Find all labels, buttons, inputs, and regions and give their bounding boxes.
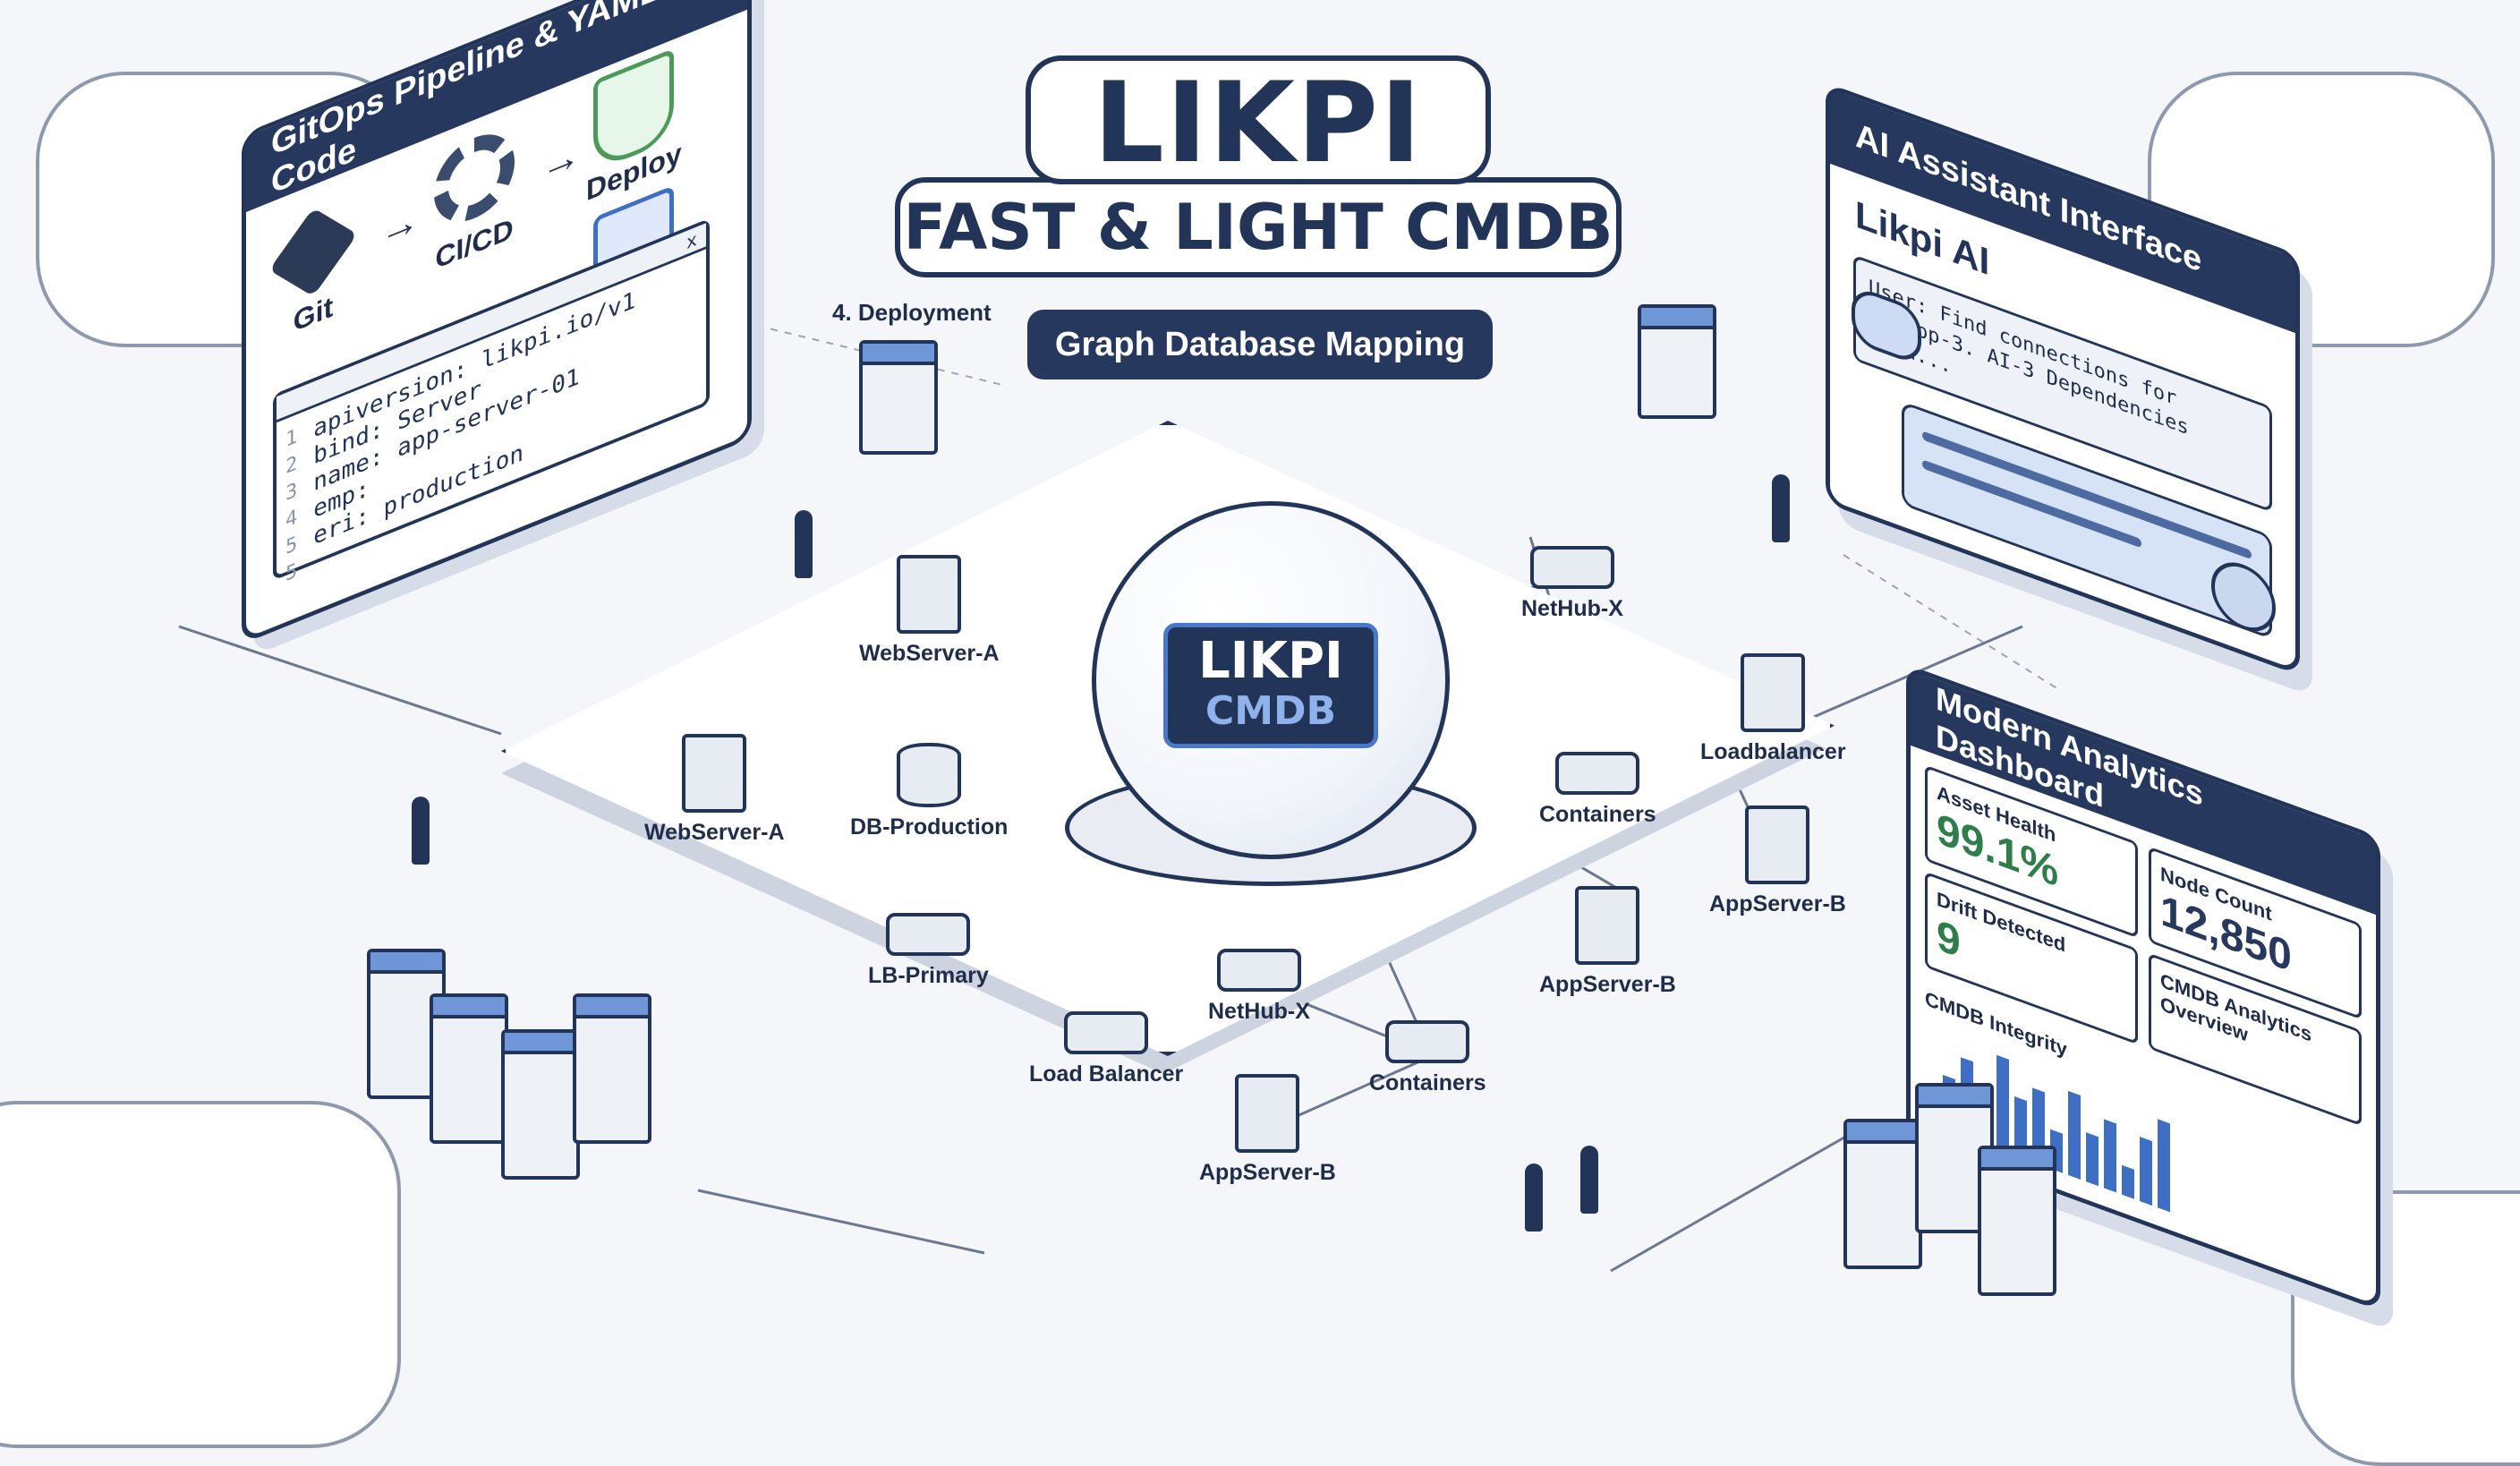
node-appserver-b-right: AppServer-B — [1709, 805, 1846, 917]
graph-mapping-pill: Graph Database Mapping — [1027, 310, 1493, 379]
person-icon — [1525, 1163, 1543, 1232]
server-icon — [1741, 653, 1806, 732]
node-webserver-a-left: WebServer-A — [644, 734, 785, 846]
node-nethub-x-bottom: NetHub-X — [1208, 949, 1310, 1025]
router-icon — [1216, 949, 1301, 992]
pipeline-step-git: Git — [268, 208, 358, 344]
node-webserver-a-top: WebServer-A — [859, 555, 1000, 667]
deployment-label: 4. Deployment — [832, 299, 992, 326]
node-label: WebServer-A — [859, 641, 1000, 666]
server-rack-icon — [501, 1029, 580, 1180]
core-sphere — [1092, 501, 1450, 859]
node-label: NetHub-X — [1521, 596, 1623, 621]
node-label: NetHub-X — [1208, 999, 1310, 1024]
node-label: Loadbalancer — [1700, 739, 1846, 764]
cloud-bottom-left — [0, 1101, 401, 1448]
node-label: AppServer-B — [1199, 1160, 1336, 1185]
core-logo-line1: LIKPI — [1198, 632, 1343, 690]
server-rack-icon — [430, 993, 508, 1144]
integrity-bar — [1996, 1054, 2009, 1154]
line-number: 5 — [285, 558, 298, 587]
node-loadbalancer-right: Loadbalancer — [1700, 653, 1846, 765]
node-containers-bottom: Containers — [1369, 1020, 1486, 1096]
page-title: LIKPI — [1025, 55, 1492, 184]
person-icon — [1580, 1146, 1598, 1214]
node-label: Containers — [1539, 802, 1656, 827]
switch-icon — [1064, 1011, 1149, 1054]
integrity-bar — [2122, 1164, 2134, 1199]
node-label: Containers — [1369, 1070, 1486, 1095]
node-label: LB-Primary — [868, 963, 989, 988]
node-nethub-x-right: NetHub-X — [1521, 546, 1623, 622]
server-stack-icon — [1638, 304, 1716, 419]
title-block: LIKPI FAST & LIGHT CMDB — [891, 55, 1625, 277]
server-icon — [897, 555, 962, 634]
page-subtitle: FAST & LIGHT CMDB — [895, 177, 1622, 277]
pipeline-step-cicd: CI/CD — [434, 121, 515, 277]
arrow-right-icon: → — [380, 195, 420, 256]
node-label: WebServer-A — [644, 820, 785, 845]
server-stack-icon — [859, 340, 938, 455]
person-icon — [795, 510, 813, 578]
node-label: DB-Production — [850, 814, 1009, 840]
core-logo: LIKPI CMDB — [1163, 623, 1378, 748]
server-rack-icon — [1843, 1119, 1922, 1269]
server-rack-icon — [1978, 1146, 2056, 1296]
server-icon — [682, 734, 747, 813]
server-rack-icon — [573, 993, 651, 1144]
node-db-production: DB-Production — [850, 743, 1008, 840]
node-label: AppServer-B — [1539, 972, 1676, 997]
server-icon — [1745, 805, 1810, 884]
arrow-right-icon: → — [541, 130, 581, 191]
integrity-bar — [2068, 1090, 2081, 1180]
integrity-bar — [2086, 1132, 2099, 1187]
core-logo-line2: CMDB — [1205, 688, 1337, 734]
server-icon — [1235, 1074, 1300, 1153]
git-icon — [268, 208, 358, 297]
switch-icon — [886, 913, 971, 956]
node-appserver-b-bottom: AppServer-B — [1199, 1074, 1336, 1186]
line-number-gutter: 1 2 3 4 5 5 — [285, 423, 297, 589]
router-icon — [1529, 546, 1614, 589]
node-containers-right: Containers — [1539, 752, 1656, 828]
pipeline-step-label: CI/CD — [435, 211, 514, 276]
node-label: Load Balancer — [1029, 1061, 1184, 1087]
person-icon — [412, 797, 430, 865]
node-label: AppServer-B — [1709, 891, 1846, 916]
node-lb-primary: LB-Primary — [868, 913, 989, 989]
integrity-bar — [2158, 1119, 2170, 1213]
integrity-bar — [2140, 1136, 2152, 1206]
node-appserver-b-mid: AppServer-B — [1539, 886, 1676, 998]
pipeline-step-label: Git — [293, 289, 334, 338]
integrity-bar — [2104, 1119, 2116, 1193]
database-icon — [897, 743, 962, 807]
container-icon — [1555, 752, 1640, 795]
container-icon — [1385, 1020, 1470, 1063]
server-icon — [1575, 886, 1640, 965]
node-load-balancer: Load Balancer — [1029, 1011, 1183, 1087]
close-icon[interactable]: x — [685, 227, 697, 254]
person-icon — [1772, 474, 1790, 542]
